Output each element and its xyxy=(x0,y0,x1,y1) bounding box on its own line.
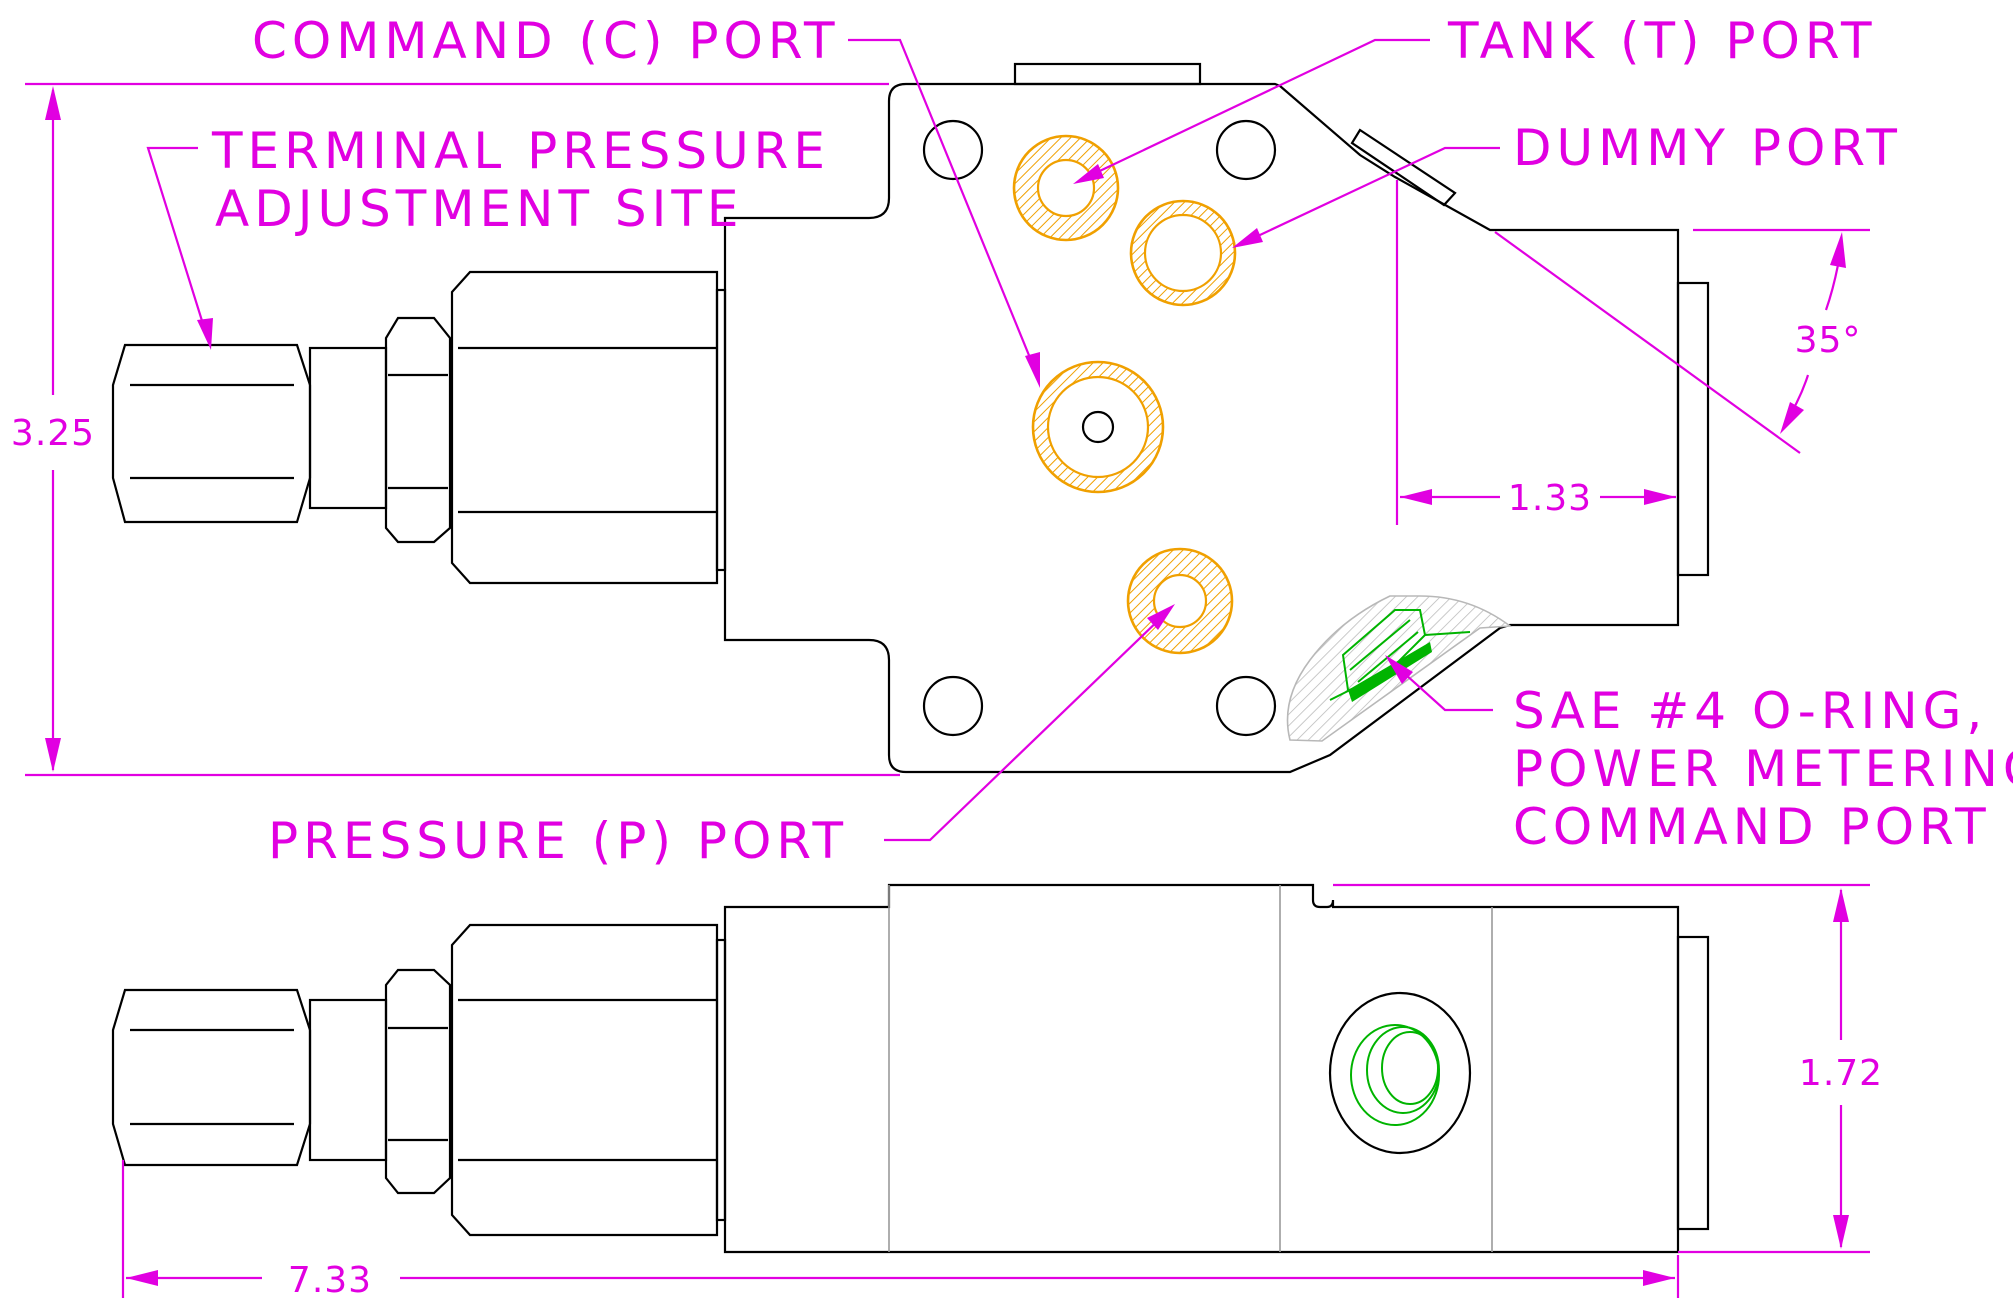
height-top-value: 3.25 xyxy=(11,413,95,454)
terminal-label-line1: TERMINAL PRESSURE xyxy=(211,122,830,180)
dummy-port-label: DUMMY PORT xyxy=(1513,119,1902,177)
mounting-hole xyxy=(1215,119,1277,181)
leader-tank-port xyxy=(1073,38,1430,184)
dimension-chamfer: 1.33 xyxy=(1395,180,1676,525)
top-tab xyxy=(1013,62,1202,86)
leader-dummy-port xyxy=(1232,146,1500,248)
tank-port-label: TANK (T) PORT xyxy=(1447,12,1877,70)
side-view xyxy=(111,883,1710,1254)
leader-command-port xyxy=(848,38,1040,388)
sae-label-line2: POWER METERING xyxy=(1513,740,2013,798)
valve-body-side xyxy=(723,883,1680,1254)
command-port xyxy=(1031,360,1165,494)
dimension-height-side: 1.72 xyxy=(1333,883,1883,1254)
dimension-height-top: 3.25 xyxy=(11,82,900,777)
mounting-hole xyxy=(922,675,984,737)
angle-value: 35° xyxy=(1795,320,1862,361)
adjustment-fitting-top xyxy=(111,270,727,585)
chamfer-plate xyxy=(1350,128,1457,207)
leader-terminal xyxy=(146,146,213,350)
height-side-value: 1.72 xyxy=(1799,1053,1883,1094)
adjustment-fitting-side xyxy=(111,923,727,1237)
tank-port xyxy=(1012,134,1120,242)
chamfer-length-value: 1.33 xyxy=(1508,478,1592,519)
leader-sae-port xyxy=(1385,655,1493,712)
end-cap-side xyxy=(1676,935,1710,1231)
overall-length-value: 7.33 xyxy=(288,1260,372,1301)
pressure-port xyxy=(1126,547,1234,655)
sae-label-line1: SAE #4 O-RING, xyxy=(1513,682,1987,740)
mounting-hole xyxy=(1215,675,1277,737)
leader-pressure-port xyxy=(884,604,1175,842)
dimension-overall-length: 7.33 xyxy=(121,1160,1680,1301)
dummy-port xyxy=(1129,199,1237,307)
sae-label-line3: COMMAND PORT xyxy=(1513,798,1991,856)
sae-port-side xyxy=(1328,991,1472,1155)
pressure-port-label: PRESSURE (P) PORT xyxy=(268,812,848,870)
valve-body-top xyxy=(723,82,1680,774)
end-cap-top xyxy=(1676,281,1710,577)
terminal-label-line2: ADJUSTMENT SITE xyxy=(215,180,744,238)
command-port-label: COMMAND (C) PORT xyxy=(252,12,840,70)
dimension-angle: 35° xyxy=(1494,228,1870,454)
